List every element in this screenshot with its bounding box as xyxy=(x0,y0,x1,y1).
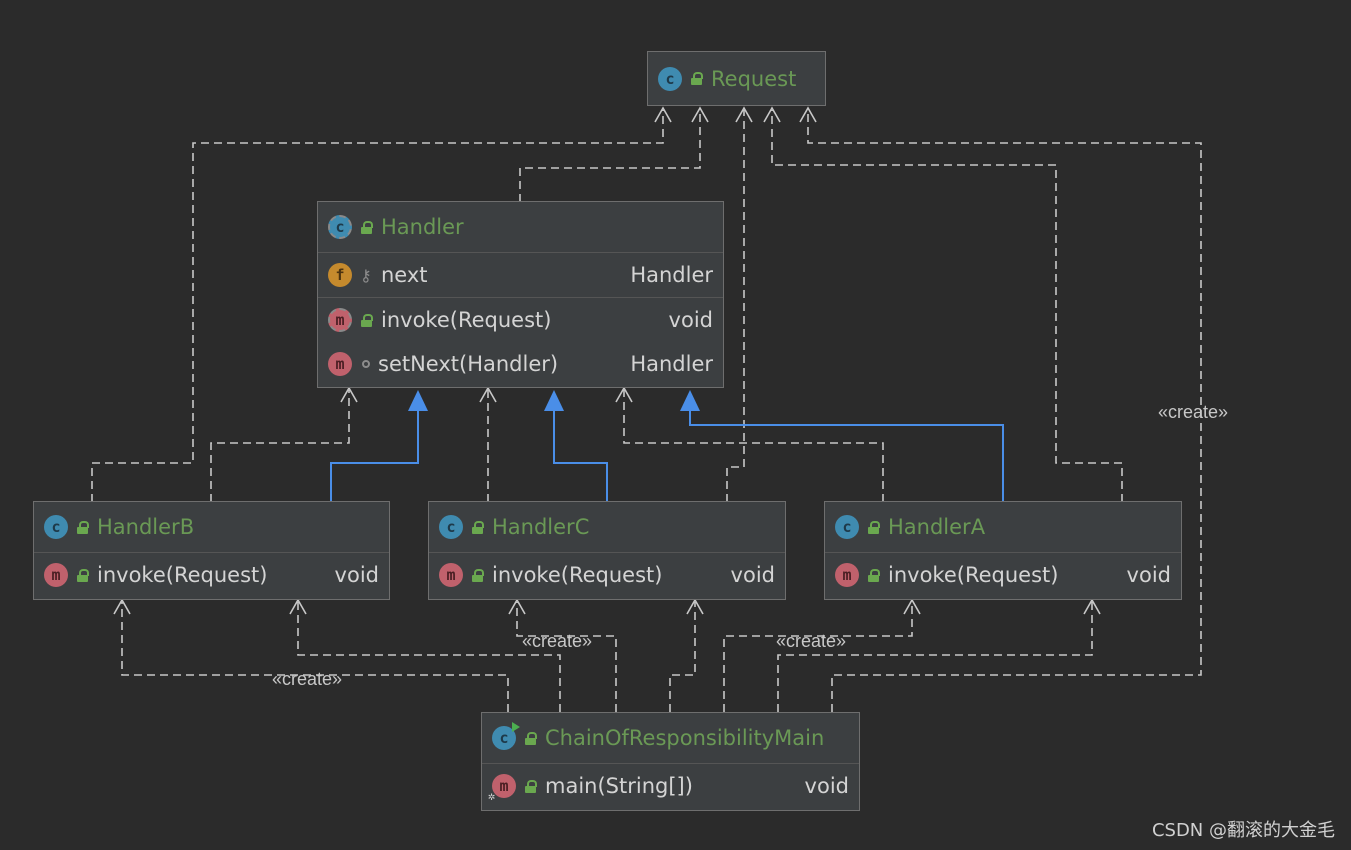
create-label: «create» xyxy=(522,631,593,651)
public-lock-icon xyxy=(471,568,484,582)
public-lock-icon xyxy=(524,779,537,793)
package-private-icon xyxy=(362,360,370,368)
extends-handlerB xyxy=(330,410,419,502)
dep-handlerB-request xyxy=(91,110,664,502)
abstract-method-icon: m xyxy=(328,308,352,332)
create-label: «create» xyxy=(272,669,343,689)
method-icon: m xyxy=(44,563,68,587)
class-name: Request xyxy=(711,66,797,91)
class-handlerC[interactable]: c HandlerC m invoke(Request) void xyxy=(428,501,786,600)
public-lock-icon xyxy=(867,568,880,582)
dep-handlerC-request xyxy=(726,110,745,502)
field-icon: f xyxy=(328,263,352,287)
class-icon: c xyxy=(439,515,463,539)
abstract-class-icon: c xyxy=(328,215,352,239)
create-label: «create» xyxy=(776,631,847,651)
method-row[interactable]: m invoke(Request) void xyxy=(34,553,389,597)
method-name: invoke(Request) xyxy=(888,563,1059,587)
class-handler[interactable]: c Handler f ⚷ next Handler m invoke(Requ… xyxy=(317,201,724,388)
static-method-icon: m✲ xyxy=(488,774,516,802)
public-lock-icon xyxy=(360,313,373,327)
dep-handlerA-request xyxy=(771,110,1123,502)
extends-handlerC xyxy=(553,410,608,502)
dep-handler-request xyxy=(519,110,701,202)
method-name: invoke(Request) xyxy=(97,563,268,587)
class-icon: c xyxy=(658,66,682,91)
class-icon: c xyxy=(44,515,68,539)
method-row[interactable]: m invoke(Request) void xyxy=(429,553,785,597)
field-row[interactable]: f ⚷ next Handler xyxy=(318,253,723,297)
method-row[interactable]: m invoke(Request) void xyxy=(318,297,723,342)
method-icon: m xyxy=(328,352,352,376)
field-name: next xyxy=(381,263,428,287)
class-name: ChainOfResponsibilityMain xyxy=(545,726,825,750)
create-handlerA-1 xyxy=(723,602,913,712)
method-name: setNext(Handler) xyxy=(378,352,559,376)
method-name: invoke(Request) xyxy=(381,308,552,332)
public-lock-icon xyxy=(76,568,89,582)
method-return-type: void xyxy=(730,563,775,587)
create-handlerB-2 xyxy=(297,602,561,712)
private-key-icon: ⚷ xyxy=(360,265,372,285)
public-lock-icon xyxy=(690,72,703,85)
public-lock-icon xyxy=(76,520,89,534)
dep-main-request xyxy=(807,110,1202,712)
field-type: Handler xyxy=(630,263,713,287)
runnable-class-icon: c xyxy=(492,722,520,750)
method-row[interactable]: m✲ main(String[]) void xyxy=(482,764,859,808)
public-lock-icon xyxy=(360,220,373,234)
method-name: invoke(Request) xyxy=(492,563,663,587)
method-return-type: void xyxy=(334,563,379,587)
class-name: HandlerC xyxy=(492,515,590,539)
public-lock-icon xyxy=(867,520,880,534)
public-lock-icon xyxy=(471,520,484,534)
class-name: HandlerA xyxy=(888,515,986,539)
watermark: CSDN @翻滚的大金毛 xyxy=(1151,820,1335,841)
class-name: Handler xyxy=(381,215,464,239)
method-icon: m xyxy=(439,563,463,587)
class-main[interactable]: c ChainOfResponsibilityMain m✲ main(Stri… xyxy=(481,712,860,811)
method-name: main(String[]) xyxy=(545,774,693,798)
public-lock-icon xyxy=(524,731,537,745)
method-icon: m xyxy=(835,563,859,587)
method-row[interactable]: m invoke(Request) void xyxy=(825,553,1181,597)
create-handlerB-1 xyxy=(121,602,509,712)
method-return-type: void xyxy=(1126,563,1171,587)
dep-handlerA-handler xyxy=(623,390,884,502)
method-return-type: Handler xyxy=(630,352,713,376)
dep-handlerB-handler xyxy=(210,390,350,502)
create-handlerC-2 xyxy=(669,602,696,712)
create-label: «create» xyxy=(1158,402,1229,422)
class-icon: c xyxy=(835,515,859,539)
method-row[interactable]: m setNext(Handler) Handler xyxy=(318,342,723,386)
class-handlerB[interactable]: c HandlerB m invoke(Request) void xyxy=(33,501,390,600)
class-name: HandlerB xyxy=(97,515,195,539)
extends-handlerA xyxy=(689,410,1004,502)
create-handlerA-2 xyxy=(777,602,1093,712)
class-request[interactable]: c Request xyxy=(647,51,826,106)
method-return-type: void xyxy=(668,308,713,332)
class-handlerA[interactable]: c HandlerA m invoke(Request) void xyxy=(824,501,1182,600)
method-return-type: void xyxy=(804,774,849,798)
create-handlerC-1 xyxy=(516,602,617,712)
